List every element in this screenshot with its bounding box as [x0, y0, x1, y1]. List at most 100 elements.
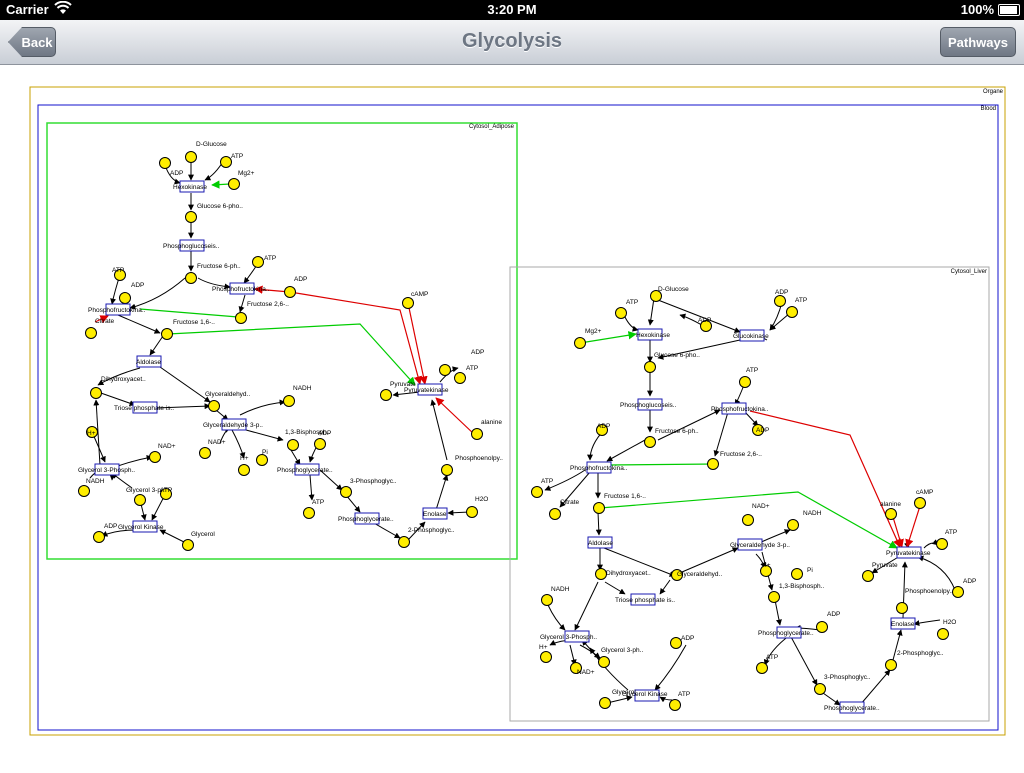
metabolite-node[interactable] — [471, 428, 483, 440]
metabolite-node[interactable] — [119, 292, 131, 304]
metabolite-node[interactable] — [742, 514, 754, 526]
metabolite-node[interactable] — [531, 486, 543, 498]
metabolite-node[interactable] — [598, 656, 610, 668]
metabolite-node[interactable] — [752, 424, 764, 436]
liver-enzymes[interactable] — [564, 328, 922, 714]
enzyme-box[interactable] — [179, 239, 205, 252]
enzyme-box[interactable] — [587, 536, 613, 549]
metabolite-node[interactable] — [595, 568, 607, 580]
metabolite-node[interactable] — [885, 508, 897, 520]
metabolite-node[interactable] — [303, 507, 315, 519]
metabolite-node[interactable] — [235, 312, 247, 324]
liver-metabolites[interactable] — [531, 290, 964, 711]
metabolite-node[interactable] — [774, 295, 786, 307]
metabolite-node[interactable] — [669, 699, 681, 711]
metabolite-node[interactable] — [787, 519, 799, 531]
metabolite-node[interactable] — [199, 447, 211, 459]
enzyme-box[interactable] — [586, 461, 612, 474]
metabolite-node[interactable] — [814, 683, 826, 695]
metabolite-node[interactable] — [114, 269, 126, 281]
metabolite-node[interactable] — [937, 628, 949, 640]
metabolite-node[interactable] — [86, 426, 98, 438]
metabolite-node[interactable] — [896, 602, 908, 614]
metabolite-node[interactable] — [90, 387, 102, 399]
enzyme-box[interactable] — [417, 383, 443, 396]
metabolite-node[interactable] — [149, 451, 161, 463]
enzyme-box[interactable] — [739, 329, 765, 342]
enzyme-box[interactable] — [422, 507, 448, 520]
enzyme-box[interactable] — [94, 463, 120, 476]
metabolite-node[interactable] — [185, 211, 197, 223]
adipose-metabolites[interactable] — [78, 151, 483, 551]
enzyme-box[interactable] — [630, 593, 656, 606]
enzyme-box[interactable] — [354, 512, 380, 525]
enzyme-box[interactable] — [294, 463, 320, 476]
metabolite-node[interactable] — [160, 488, 172, 500]
metabolite-node[interactable] — [441, 464, 453, 476]
metabolite-node[interactable] — [85, 327, 97, 339]
enzyme-box[interactable] — [179, 180, 205, 193]
metabolite-node[interactable] — [885, 659, 897, 671]
metabolite-node[interactable] — [93, 531, 105, 543]
metabolite-node[interactable] — [599, 697, 611, 709]
metabolite-node[interactable] — [593, 502, 605, 514]
metabolite-node[interactable] — [574, 337, 586, 349]
metabolite-node[interactable] — [78, 485, 90, 497]
pathway-diagram[interactable]: Organe Blood Cytosol_Adipose Cytosol_Liv… — [0, 65, 1024, 768]
metabolite-node[interactable] — [644, 361, 656, 373]
metabolite-node[interactable] — [768, 591, 780, 603]
metabolite-node[interactable] — [228, 178, 240, 190]
liver-compartment[interactable] — [509, 266, 990, 722]
enzyme-box[interactable] — [737, 538, 763, 551]
metabolite-node[interactable] — [134, 494, 146, 506]
metabolite-node[interactable] — [402, 297, 414, 309]
metabolite-node[interactable] — [252, 256, 264, 268]
metabolite-node[interactable] — [650, 290, 662, 302]
adipose-enzymes[interactable] — [94, 180, 448, 533]
adipose-compartment[interactable] — [46, 122, 518, 560]
metabolite-node[interactable] — [284, 286, 296, 298]
metabolite-node[interactable] — [760, 565, 772, 577]
enzyme-box[interactable] — [229, 282, 255, 295]
metabolite-node[interactable] — [936, 538, 948, 550]
enzyme-box[interactable] — [637, 398, 663, 411]
metabolite-node[interactable] — [454, 372, 466, 384]
metabolite-node[interactable] — [220, 156, 232, 168]
metabolite-node[interactable] — [671, 569, 683, 581]
metabolite-node[interactable] — [756, 662, 768, 674]
metabolite-node[interactable] — [283, 395, 295, 407]
metabolite-node[interactable] — [739, 376, 751, 388]
metabolite-node[interactable] — [182, 539, 194, 551]
enzyme-box[interactable] — [890, 617, 916, 630]
metabolite-node[interactable] — [541, 594, 553, 606]
pathway-canvas[interactable]: Organe Blood Cytosol_Adipose Cytosol_Liv… — [0, 65, 1024, 768]
metabolite-node[interactable] — [952, 586, 964, 598]
metabolite-node[interactable] — [786, 306, 798, 318]
enzyme-box[interactable] — [132, 520, 158, 533]
metabolite-node[interactable] — [185, 151, 197, 163]
metabolite-node[interactable] — [914, 497, 926, 509]
metabolite-node[interactable] — [570, 662, 582, 674]
metabolite-node[interactable] — [816, 621, 828, 633]
metabolite-node[interactable] — [256, 454, 268, 466]
metabolite-node[interactable] — [700, 320, 712, 332]
enzyme-box[interactable] — [221, 418, 247, 431]
metabolite-node[interactable] — [208, 400, 220, 412]
metabolite-node[interactable] — [862, 570, 874, 582]
enzyme-box[interactable] — [132, 401, 158, 414]
enzyme-box[interactable] — [564, 630, 590, 643]
enzyme-box[interactable] — [721, 402, 747, 415]
metabolite-node[interactable] — [238, 464, 250, 476]
enzyme-box[interactable] — [136, 355, 162, 368]
enzyme-box[interactable] — [105, 303, 131, 316]
enzyme-box[interactable] — [637, 328, 663, 341]
metabolite-node[interactable] — [398, 536, 410, 548]
enzyme-box[interactable] — [839, 701, 865, 714]
metabolite-node[interactable] — [380, 389, 392, 401]
metabolite-node[interactable] — [540, 651, 552, 663]
enzyme-box[interactable] — [776, 626, 802, 639]
metabolite-node[interactable] — [791, 568, 803, 580]
metabolite-node[interactable] — [185, 272, 197, 284]
metabolite-node[interactable] — [596, 424, 608, 436]
metabolite-node[interactable] — [314, 438, 326, 450]
